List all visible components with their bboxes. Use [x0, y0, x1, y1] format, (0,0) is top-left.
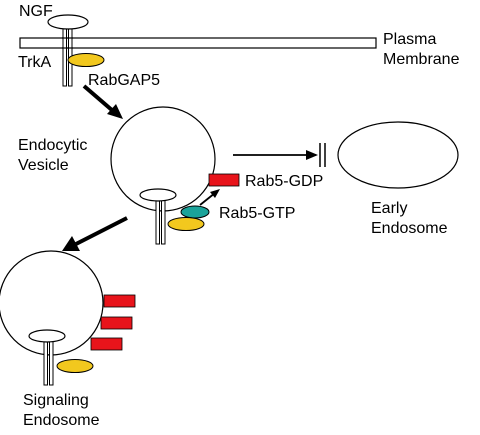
- rab5-gtp-shape: [180, 205, 210, 219]
- label-early-endosome-1: Early: [371, 200, 407, 217]
- label-plasma-membrane-2: Membrane: [383, 51, 460, 68]
- label-rab5-gtp: Rab5-GTP: [219, 205, 295, 222]
- arrow-gtp-to-gdp: [199, 189, 220, 206]
- rab5-gdp-signaling-2: [100, 316, 133, 330]
- blocked-arrow-to-early-endosome: [233, 143, 326, 167]
- label-endocytic-vesicle-2: Vesicle: [18, 157, 69, 174]
- early-endosome: [337, 121, 459, 189]
- label-signaling-endosome-2: Endosome: [23, 412, 100, 429]
- label-rabgap5: RabGAP5: [88, 72, 160, 89]
- rab5-gdp-shape: [208, 173, 240, 187]
- rabgap5-vesicle: [167, 217, 205, 231]
- ngf-ligand-vesicle: [139, 188, 177, 202]
- rabgap5-top: [67, 53, 105, 67]
- rabgap5-signaling: [56, 359, 94, 373]
- arrow-to-vesicle: [82, 84, 123, 119]
- trka-receptor-top: [62, 25, 73, 87]
- ngf-ligand: [47, 14, 89, 30]
- label-rab5-gdp: Rab5-GDP: [245, 173, 323, 190]
- label-endocytic-vesicle-1: Endocytic: [18, 137, 87, 154]
- arrow-to-signaling-endosome: [62, 216, 128, 251]
- label-plasma-membrane-1: Plasma: [383, 31, 436, 48]
- ngf-ligand-signaling: [28, 329, 66, 343]
- plasma-membrane: [19, 37, 377, 49]
- label-ngf: NGF: [19, 3, 53, 20]
- label-early-endosome-2: Endosome: [371, 220, 448, 237]
- label-signaling-endosome-1: Signaling: [23, 392, 89, 409]
- rab5-gdp-signaling-3: [90, 337, 123, 351]
- label-trka: TrkA: [18, 54, 52, 71]
- rab5-gdp-signaling-1: [103, 294, 136, 308]
